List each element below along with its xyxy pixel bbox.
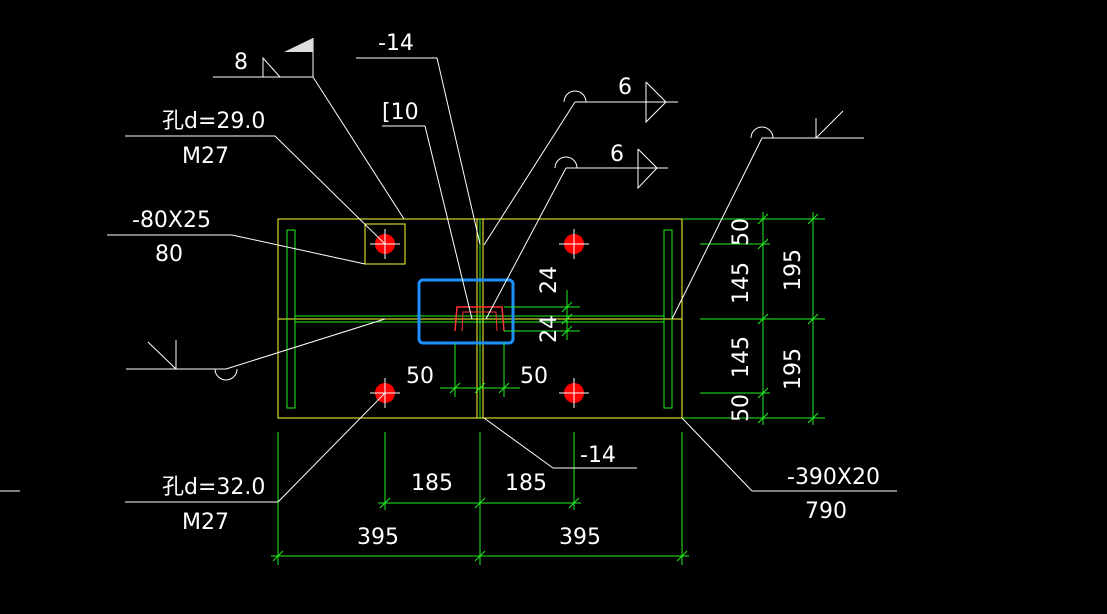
stiffener-top-leader xyxy=(356,57,481,245)
weld-6-upper-label: 6 xyxy=(618,75,632,100)
weld-symbol-6-lower xyxy=(485,148,668,320)
selection-box[interactable] xyxy=(417,278,515,345)
base-plate-leader xyxy=(681,417,897,492)
dim-right-50-top: 50 xyxy=(729,218,754,246)
stiffener-bottom-leader xyxy=(483,417,637,469)
center-dimensions xyxy=(440,290,580,397)
washer-size-label: -80X25 xyxy=(132,208,211,233)
bolt-hole-bottom-right xyxy=(559,378,589,408)
right-dimensions xyxy=(682,212,825,425)
weld-symbol-8 xyxy=(213,38,405,220)
base-plate-size-label: -390X20 xyxy=(787,465,880,490)
dim-center-24-top: 24 xyxy=(537,266,562,294)
dim-right-145-top: 145 xyxy=(729,262,754,304)
stiffener-top-label: -14 xyxy=(378,31,414,56)
weld-symbol-6-upper xyxy=(483,81,678,246)
dim-right-50-bottom: 50 xyxy=(729,394,754,422)
dim-center-50-right: 50 xyxy=(520,364,548,389)
dim-bottom-185-right: 185 xyxy=(505,471,547,496)
washer-plate xyxy=(364,223,406,265)
base-plate xyxy=(277,218,683,419)
weld-symbol-right xyxy=(671,110,864,320)
hole-bottom-diameter-label: 孔d=32.0 xyxy=(162,475,265,500)
hole-top-leader xyxy=(125,135,386,245)
base-plate-length-label: 790 xyxy=(805,499,847,524)
left-side-rib xyxy=(286,229,296,409)
hole-bottom-leader xyxy=(125,392,386,503)
dim-bottom-185-left: 185 xyxy=(411,471,453,496)
hole-bottom-bolt-label: M27 xyxy=(182,510,229,535)
channel-section xyxy=(454,306,505,332)
dim-bottom-395-left: 395 xyxy=(357,525,399,550)
dim-center-24-bottom: 24 xyxy=(537,315,562,343)
dim-right-145-bottom: 145 xyxy=(729,336,754,378)
channel-label: [10 xyxy=(382,100,419,125)
weld-size-8-label: 8 xyxy=(234,50,248,75)
washer-length-label: 80 xyxy=(155,242,183,267)
dim-right-195-bottom: 195 xyxy=(781,348,806,390)
washer-leader xyxy=(107,234,366,265)
channel-leader xyxy=(382,125,473,320)
stiffener-bottom-label: -14 xyxy=(580,443,616,468)
weld-6-lower-label: 6 xyxy=(610,142,624,167)
dim-center-50-left: 50 xyxy=(406,364,434,389)
dim-bottom-395-right: 395 xyxy=(559,525,601,550)
dim-right-195-top: 195 xyxy=(781,249,806,291)
bottom-dimensions xyxy=(271,432,689,565)
weld-symbol-left xyxy=(126,318,386,381)
hole-top-diameter-label: 孔d=29.0 xyxy=(162,109,265,134)
bolt-hole-top-right xyxy=(559,229,589,259)
hole-top-bolt-label: M27 xyxy=(182,144,229,169)
